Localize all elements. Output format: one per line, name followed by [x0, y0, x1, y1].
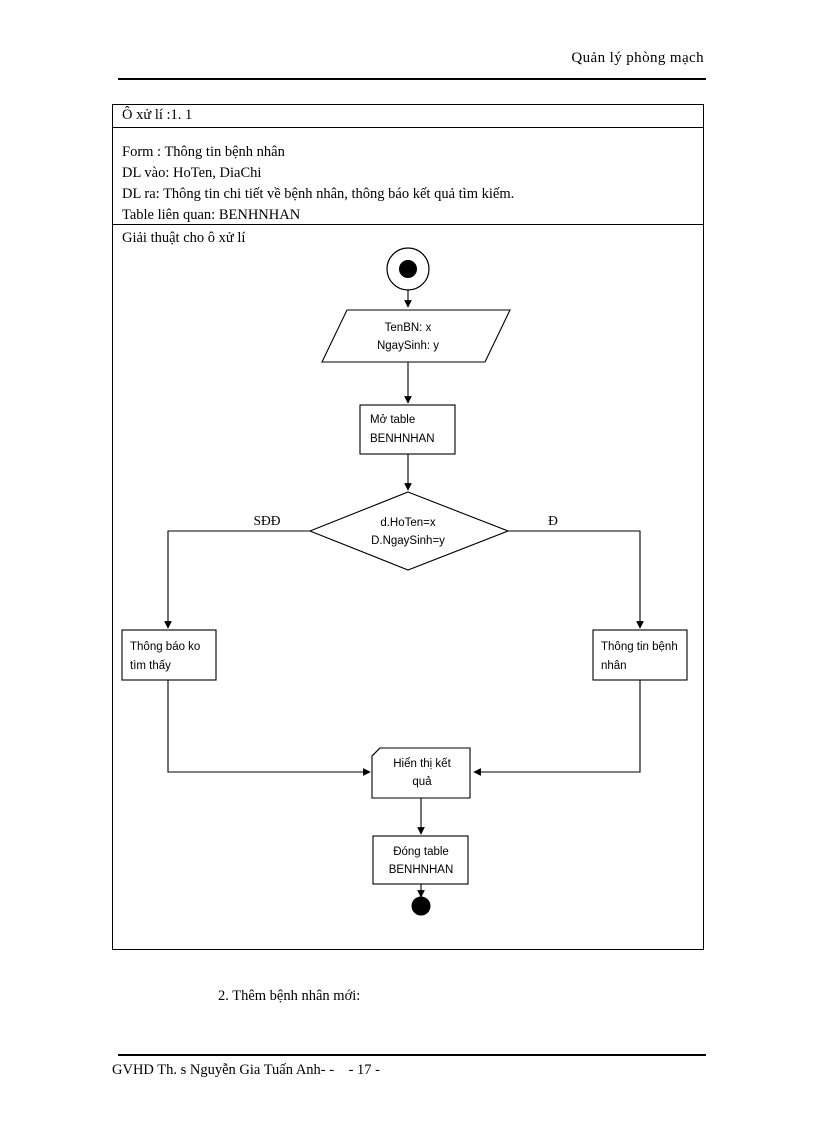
input-line-2: NgaySinh: y — [377, 340, 439, 352]
spec-meta-tables: Table liên quan: BENHNHAN — [122, 207, 301, 223]
decision-diamond — [308, 491, 510, 571]
spec-table-title: Ô xử lí :1. 1 — [122, 107, 193, 123]
footer-rule — [118, 1054, 706, 1056]
not-found-box — [121, 629, 217, 681]
display-result-node — [371, 747, 471, 799]
not-found-to-display-connector — [167, 680, 371, 776]
display-line-1: Hiển thị kết — [393, 758, 451, 770]
open-table-box — [359, 404, 456, 455]
spec-meta-input: DL vào: HoTen, DiaChi — [122, 165, 262, 181]
branch-label-left: SĐĐ — [253, 513, 280, 528]
decision-line-1: d.HoTen=x — [380, 517, 436, 529]
algorithm-caption: Giải thuật cho ô xử lí — [122, 230, 246, 246]
spec-meta-output: DL ra: Thông tin chi tiết về bệnh nhân, … — [122, 186, 515, 202]
input-parallelogram — [321, 309, 511, 363]
spec-table-meta-row — [113, 128, 703, 225]
spec-meta-form: Form : Thông tin bệnh nhân — [122, 144, 285, 160]
footer-text: GVHD Th. s Nguyễn Gia Tuấn Anh- - - 17 - — [112, 1062, 380, 1078]
close-table-box — [372, 835, 469, 885]
close-table-line-2: BENHNHAN — [389, 864, 454, 876]
flowchart: TenBN: x NgaySinh: y Mở table BENHNHAN d… — [112, 104, 704, 950]
running-header: Quản lý phòng mạch — [571, 50, 704, 66]
found-line-1: Thông tin bệnh — [601, 641, 678, 653]
close-table-line-1: Đóng table — [393, 846, 449, 858]
end-node — [411, 896, 431, 916]
display-line-2: quả — [412, 776, 432, 788]
open-table-line-2: BENHNHAN — [370, 433, 435, 445]
not-found-line-2: tìm thấy — [130, 660, 171, 672]
open-table-line-1: Mở table — [370, 414, 415, 426]
spec-table-title-row: Ô xử lí :1. 1 — [113, 105, 703, 128]
figure-caption: 2. Thêm bệnh nhân mới: — [218, 988, 361, 1004]
found-to-display-connector — [473, 680, 641, 776]
decision-line-2: D.NgaySinh=y — [371, 535, 445, 547]
branch-right-connector — [508, 530, 644, 629]
header-rule — [118, 78, 706, 80]
branch-left-connector — [164, 530, 310, 629]
start-node — [386, 247, 430, 291]
input-line-1: TenBN: x — [385, 322, 432, 334]
found-line-2: nhân — [601, 660, 627, 672]
branch-label-right: Đ — [548, 513, 558, 528]
found-box — [592, 629, 688, 681]
not-found-line-1: Thông báo ko — [130, 641, 200, 653]
process-spec-table: Ô xử lí :1. 1 Form : Thông tin bệnh nhân… — [112, 104, 704, 950]
